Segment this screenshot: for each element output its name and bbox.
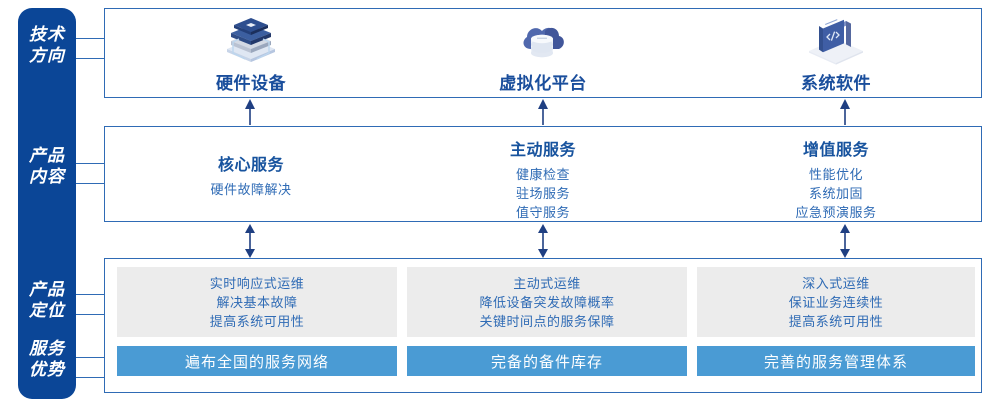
rail-label-service-advantage: 服务 优势 [29,339,65,379]
bottom-column-3: 深入式运维 保证业务连续性 提高系统可用性 完善的服务管理体系 [697,259,975,394]
position-box-3[interactable]: 深入式运维 保证业务连续性 提高系统可用性 [697,267,975,337]
connector-tech-2 [76,58,104,59]
tech-column-virtualization[interactable]: 虚拟化平台 [397,9,689,99]
content-title-proactive: 主动服务 [509,142,576,159]
connector-position-1 [76,294,104,295]
content-item: 性能优化 [808,167,863,182]
connector-content-1 [76,163,104,164]
position-box-2[interactable]: 主动式运维 降低设备突发故障概率 关键时间点的服务保障 [407,267,687,337]
connector-advantage-2 [76,377,104,378]
advantage-label: 完善的服务管理体系 [763,353,908,371]
content-item: 系统加固 [808,186,863,201]
product-content-panel: 核心服务 硬件故障解决 主动服务 健康检查 驻场服务 值守服务 增值服务 性能优… [104,126,982,222]
connector-position-2 [76,314,104,315]
advantage-bar-1[interactable]: 遍布全国的服务网络 [117,346,397,376]
content-title-core: 核心服务 [217,157,284,174]
content-item: 值守服务 [515,205,570,220]
bottom-column-2: 主动式运维 降低设备突发故障概率 关键时间点的服务保障 完备的备件库存 [407,259,687,394]
rail-label-product-content: 产品 内容 [29,146,65,186]
advantage-bar-3[interactable]: 完善的服务管理体系 [697,346,975,376]
arrow-up-col1 [243,99,257,125]
advantage-bar-2[interactable]: 完备的备件库存 [407,346,687,376]
position-item: 提高系统可用性 [788,313,884,329]
position-item: 关键时间点的服务保障 [479,313,615,329]
arrow-updown-col3 [838,224,852,258]
content-item: 健康检查 [515,167,570,182]
position-item: 深入式运维 [802,275,870,291]
position-item: 主动式运维 [513,275,581,291]
tech-direction-panel: 硬件设备 虚拟化平台 [104,8,982,98]
advantage-label: 完备的备件库存 [490,353,603,371]
position-item: 解决基本故障 [216,294,298,310]
position-item: 实时响应式运维 [209,275,305,291]
rail-label-tech-direction: 技术 方向 [29,25,65,65]
cloud-database-icon [515,15,571,67]
connector-tech-1 [76,38,104,39]
tech-label-virtualization: 虚拟化平台 [499,73,587,93]
content-item: 应急预演服务 [795,205,877,220]
content-item: 硬件故障解决 [210,182,292,197]
position-advantage-panel: 实时响应式运维 解决基本故障 提高系统可用性 遍布全国的服务网络 主动式运维 降… [104,258,982,393]
position-box-1[interactable]: 实时响应式运维 解决基本故障 提高系统可用性 [117,267,397,337]
content-item: 驻场服务 [515,186,570,201]
software-code-icon [805,15,867,67]
tech-label-software: 系统软件 [801,73,871,93]
connector-advantage-1 [76,357,104,358]
arrow-up-col3 [838,99,852,125]
arrow-up-col2 [536,99,550,125]
content-column-proactive[interactable]: 主动服务 健康检查 驻场服务 值守服务 [397,127,689,223]
connector-content-2 [76,183,104,184]
position-item: 降低设备突发故障概率 [479,294,615,310]
server-stack-icon [223,15,279,67]
arrow-updown-col2 [536,224,550,258]
content-title-value-added: 增值服务 [802,142,869,159]
content-column-value-added[interactable]: 增值服务 性能优化 系统加固 应急预演服务 [689,127,983,223]
arrow-updown-col1 [243,224,257,258]
rail-label-product-position: 产品 定位 [29,280,65,320]
tech-column-hardware[interactable]: 硬件设备 [105,9,397,99]
bottom-column-1: 实时响应式运维 解决基本故障 提高系统可用性 遍布全国的服务网络 [117,259,397,394]
tech-column-software[interactable]: 系统软件 [689,9,983,99]
position-item: 保证业务连续性 [788,294,884,310]
advantage-label: 遍布全国的服务网络 [184,353,329,371]
content-column-core[interactable]: 核心服务 硬件故障解决 [105,127,397,223]
category-rail [18,8,76,399]
position-item: 提高系统可用性 [209,313,305,329]
tech-label-hardware: 硬件设备 [216,73,286,93]
